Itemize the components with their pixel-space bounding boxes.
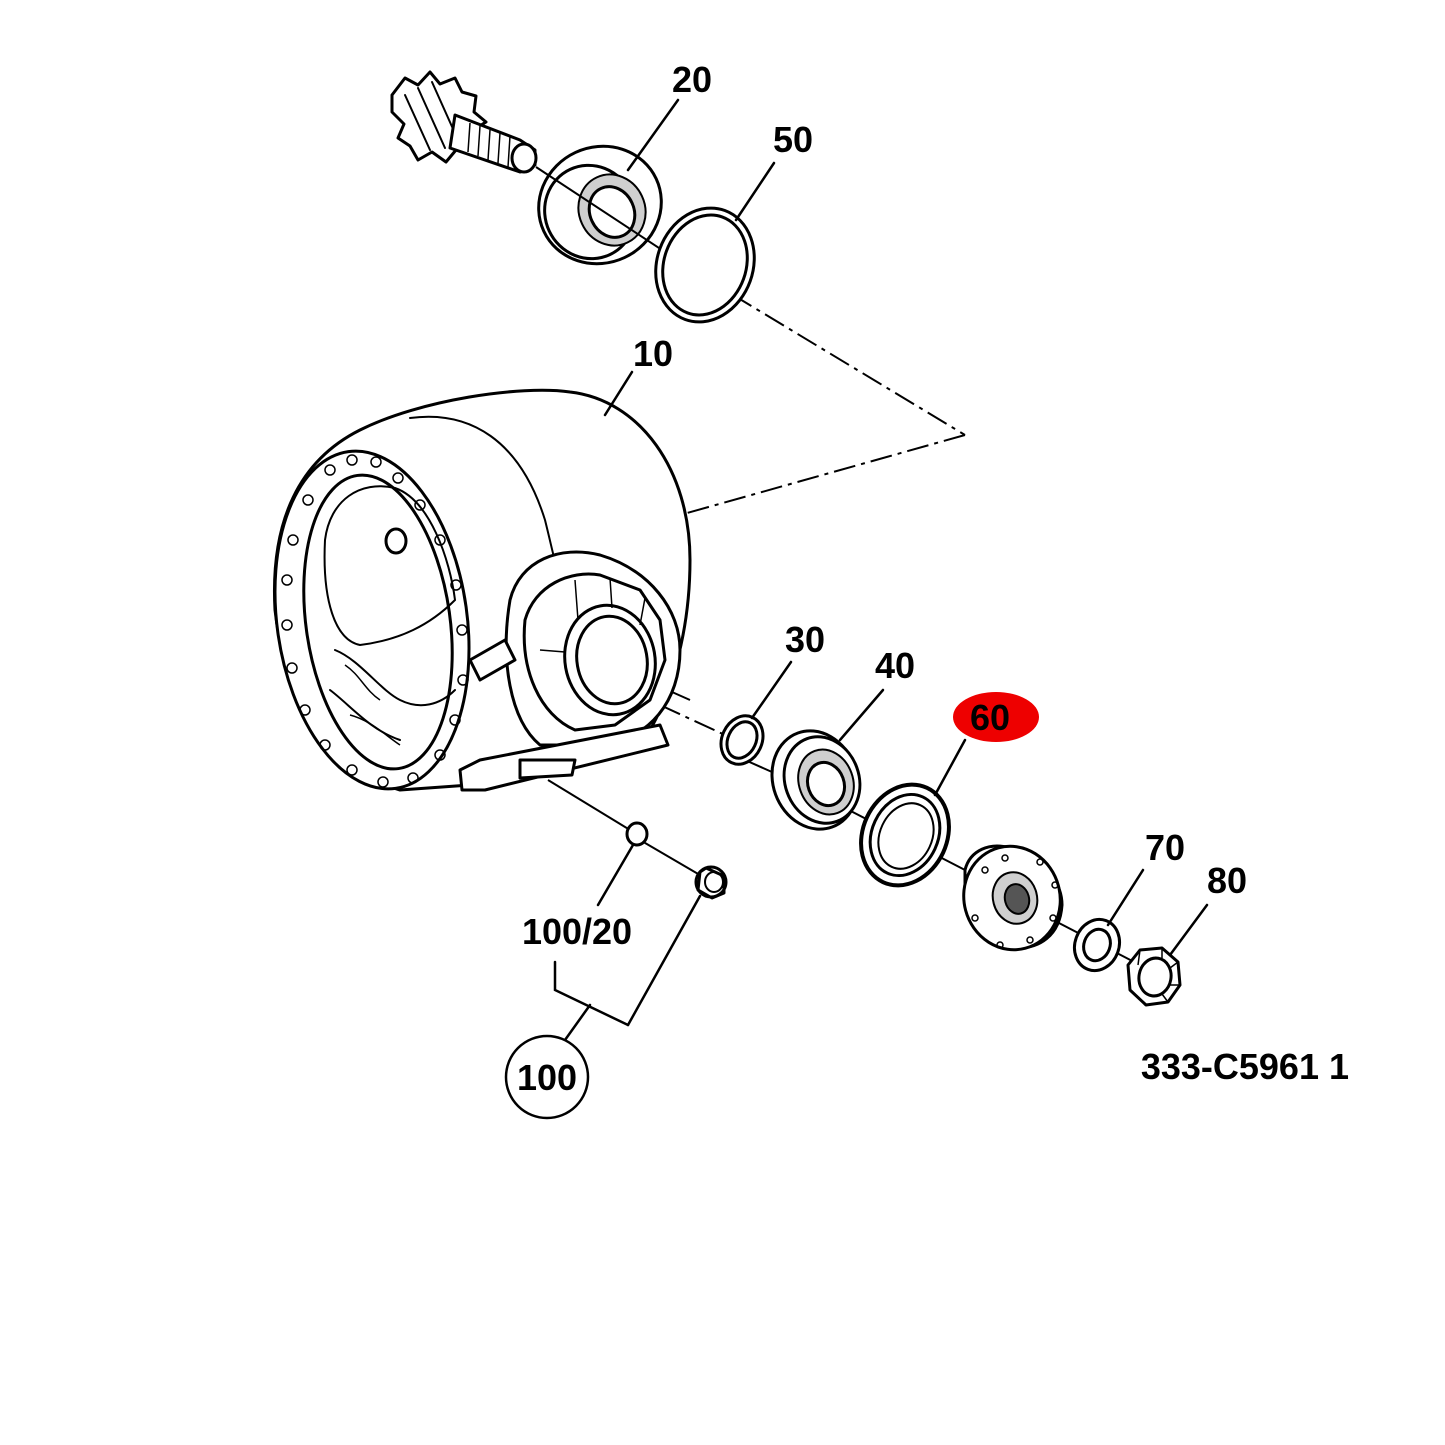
label-30[interactable]: 30 — [785, 619, 825, 660]
part-100-20-washer[interactable] — [625, 821, 649, 847]
label-80[interactable]: 80 — [1207, 860, 1247, 901]
label-60[interactable]: 60 — [970, 697, 1010, 738]
part-20-pinion-shaft[interactable] — [390, 70, 701, 284]
part-100-plug[interactable] — [694, 865, 728, 900]
label-20[interactable]: 20 — [672, 59, 712, 100]
callout-circle — [504, 1034, 590, 1120]
label-50[interactable]: 50 — [773, 119, 813, 160]
label-70[interactable]: 70 — [1145, 827, 1185, 868]
output-flange[interactable] — [952, 835, 1072, 960]
part-50-o-ring[interactable] — [640, 194, 770, 336]
label-100-20[interactable]: 100/20 — [522, 911, 632, 952]
drawing-number-caption: 333-C5961 1 — [1140, 1046, 1349, 1087]
highlight-marker — [953, 692, 1039, 742]
part-30-snap-ring[interactable] — [713, 709, 770, 771]
label-100[interactable]: 100 — [517, 1057, 577, 1098]
label-10[interactable]: 10 — [633, 333, 673, 374]
part-80-nut[interactable] — [1126, 946, 1182, 1007]
callout-labels: 20 50 10 30 40 60 70 80 100/20 100 — [517, 59, 1247, 1098]
flange-bolt-holes — [281, 454, 469, 788]
part-60-seal[interactable] — [845, 770, 965, 900]
part-10-axle-housing[interactable] — [254, 388, 692, 801]
label-40[interactable]: 40 — [875, 645, 915, 686]
part-70-washer[interactable] — [1067, 913, 1126, 977]
leader-lines — [553, 98, 1209, 1042]
part-40-bearing[interactable] — [758, 719, 871, 842]
